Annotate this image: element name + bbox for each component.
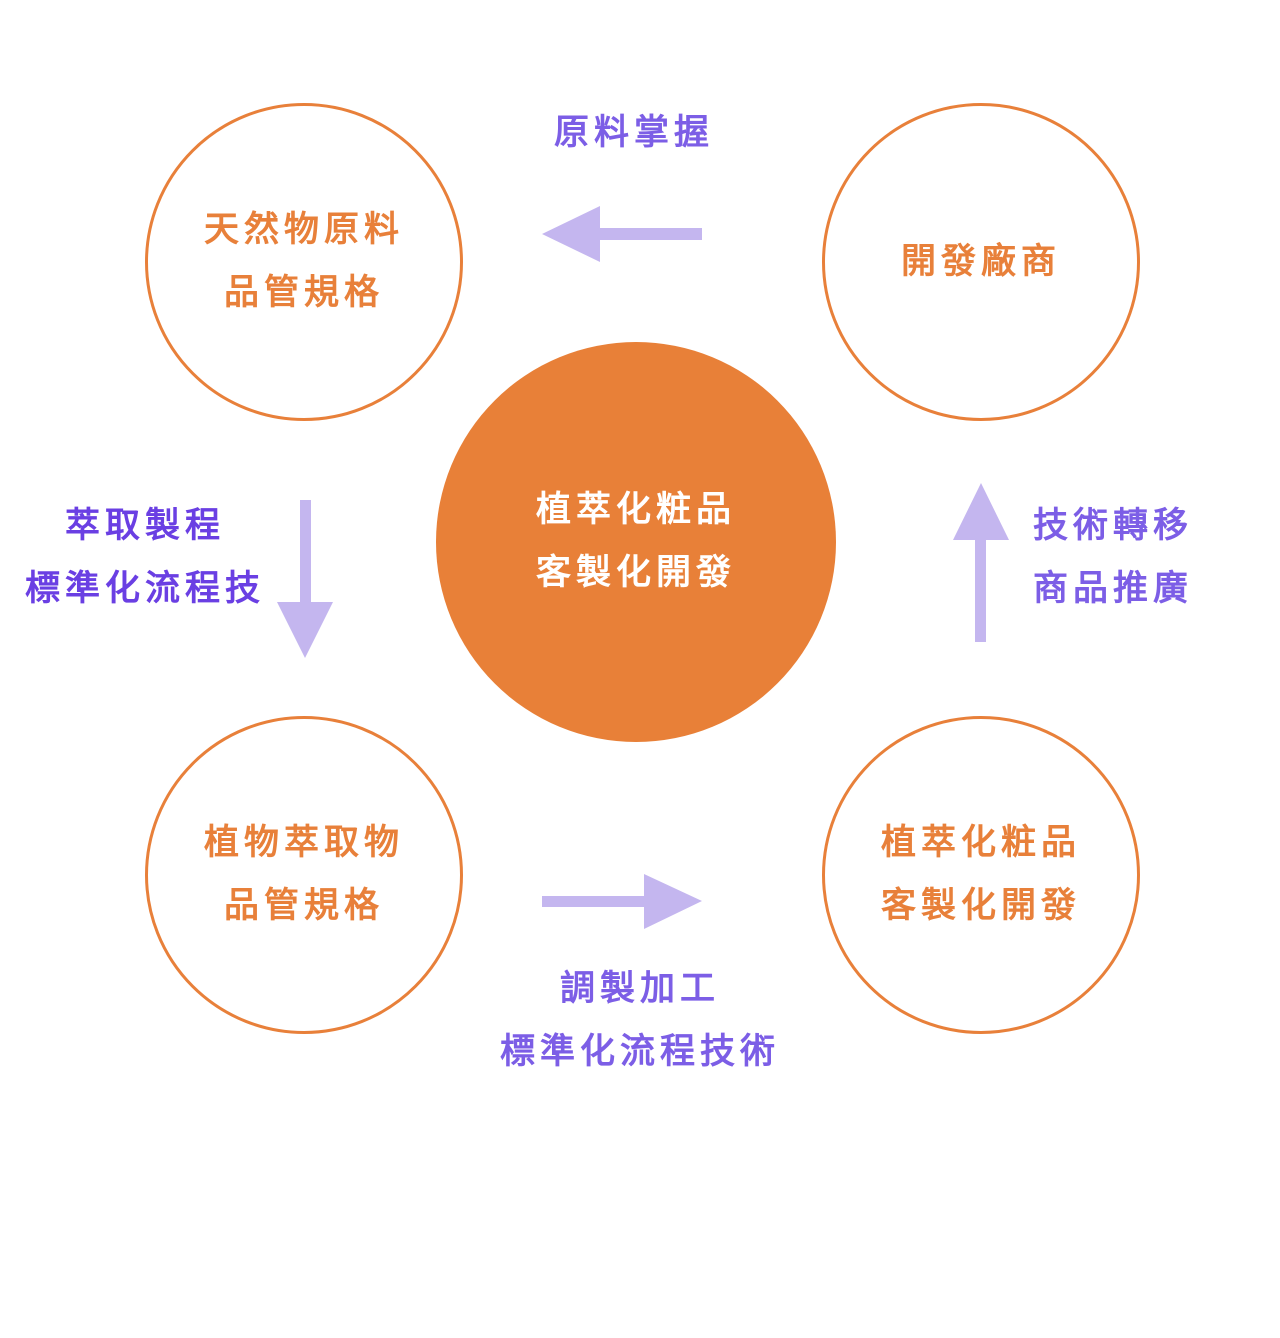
node-natural-material-qc: 天然物原料 品管規格 — [145, 103, 463, 421]
node-label: 品管規格 — [223, 273, 384, 313]
center-label: 客製化開發 — [535, 553, 736, 593]
arrow-right-icon — [542, 874, 702, 929]
node-custom-cosmetics: 植萃化粧品 客製化開發 — [822, 716, 1140, 1034]
node-label: 植萃化粧品 — [880, 823, 1081, 863]
arrow-down-icon — [277, 500, 333, 658]
edge-label-formulation: 調製加工 標準化流程技術 — [490, 958, 790, 1084]
edge-label-tech-transfer: 技術轉移 商品推廣 — [1033, 495, 1193, 621]
center-node: 植萃化粧品 客製化開發 — [436, 342, 836, 742]
arrow-up-icon — [953, 483, 1009, 642]
node-label: 客製化開發 — [880, 886, 1081, 926]
node-label: 品管規格 — [223, 886, 384, 926]
node-plant-extract-qc: 植物萃取物 品管規格 — [145, 716, 463, 1034]
edge-label-line: 萃取製程 — [64, 506, 225, 546]
node-label: 開發廠商 — [900, 241, 1061, 282]
edge-label-line: 技術轉移 — [1033, 506, 1194, 546]
edge-label-line: 標準化流程技術 — [499, 1032, 780, 1072]
node-label: 植物萃取物 — [203, 823, 404, 863]
edge-label-line: 標準化流程技 — [24, 569, 265, 609]
edge-label-raw-material: 原料掌握 — [554, 113, 715, 153]
center-label: 植萃化粧品 — [535, 490, 736, 530]
node-label: 天然物原料 — [203, 210, 404, 250]
edge-label-line: 調製加工 — [559, 969, 720, 1009]
node-developer: 開發廠商 — [822, 103, 1140, 421]
edge-label-line: 商品推廣 — [1033, 569, 1194, 609]
edge-label-extraction: 萃取製程 標準化流程技 — [20, 495, 270, 621]
arrow-left-icon — [542, 206, 702, 262]
